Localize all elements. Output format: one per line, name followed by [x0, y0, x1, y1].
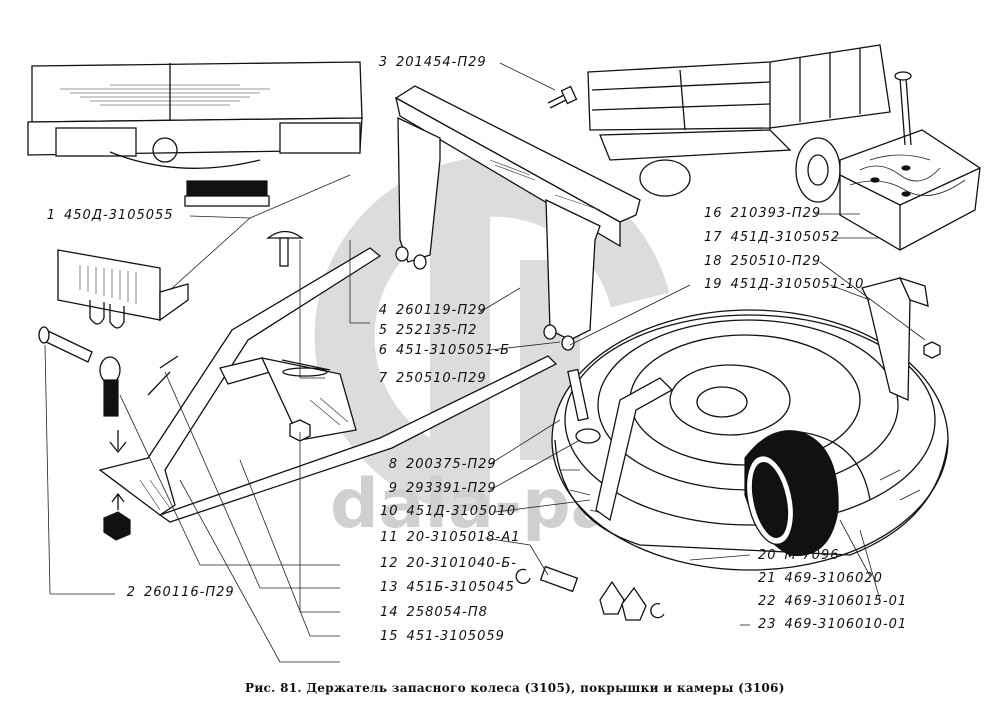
hanger-illustration — [861, 276, 941, 401]
bolt-3-illustration — [547, 85, 578, 109]
figure-caption: Рис. 81. Держатель запасного колеса (310… — [245, 681, 785, 695]
crossbeam-illustration — [394, 85, 641, 351]
leader-lines — [44, 62, 926, 663]
spare-wheel-illustration — [551, 309, 949, 571]
bracket-illustration — [57, 230, 304, 329]
pin-bolt-illustration — [38, 326, 171, 541]
pin-hardware-illustration — [515, 565, 665, 621]
vehicle-rear-illustration — [27, 61, 363, 207]
wood-block-illustration — [839, 71, 981, 251]
carrier-frame-illustration — [98, 247, 558, 523]
truck-illustration — [587, 44, 891, 203]
